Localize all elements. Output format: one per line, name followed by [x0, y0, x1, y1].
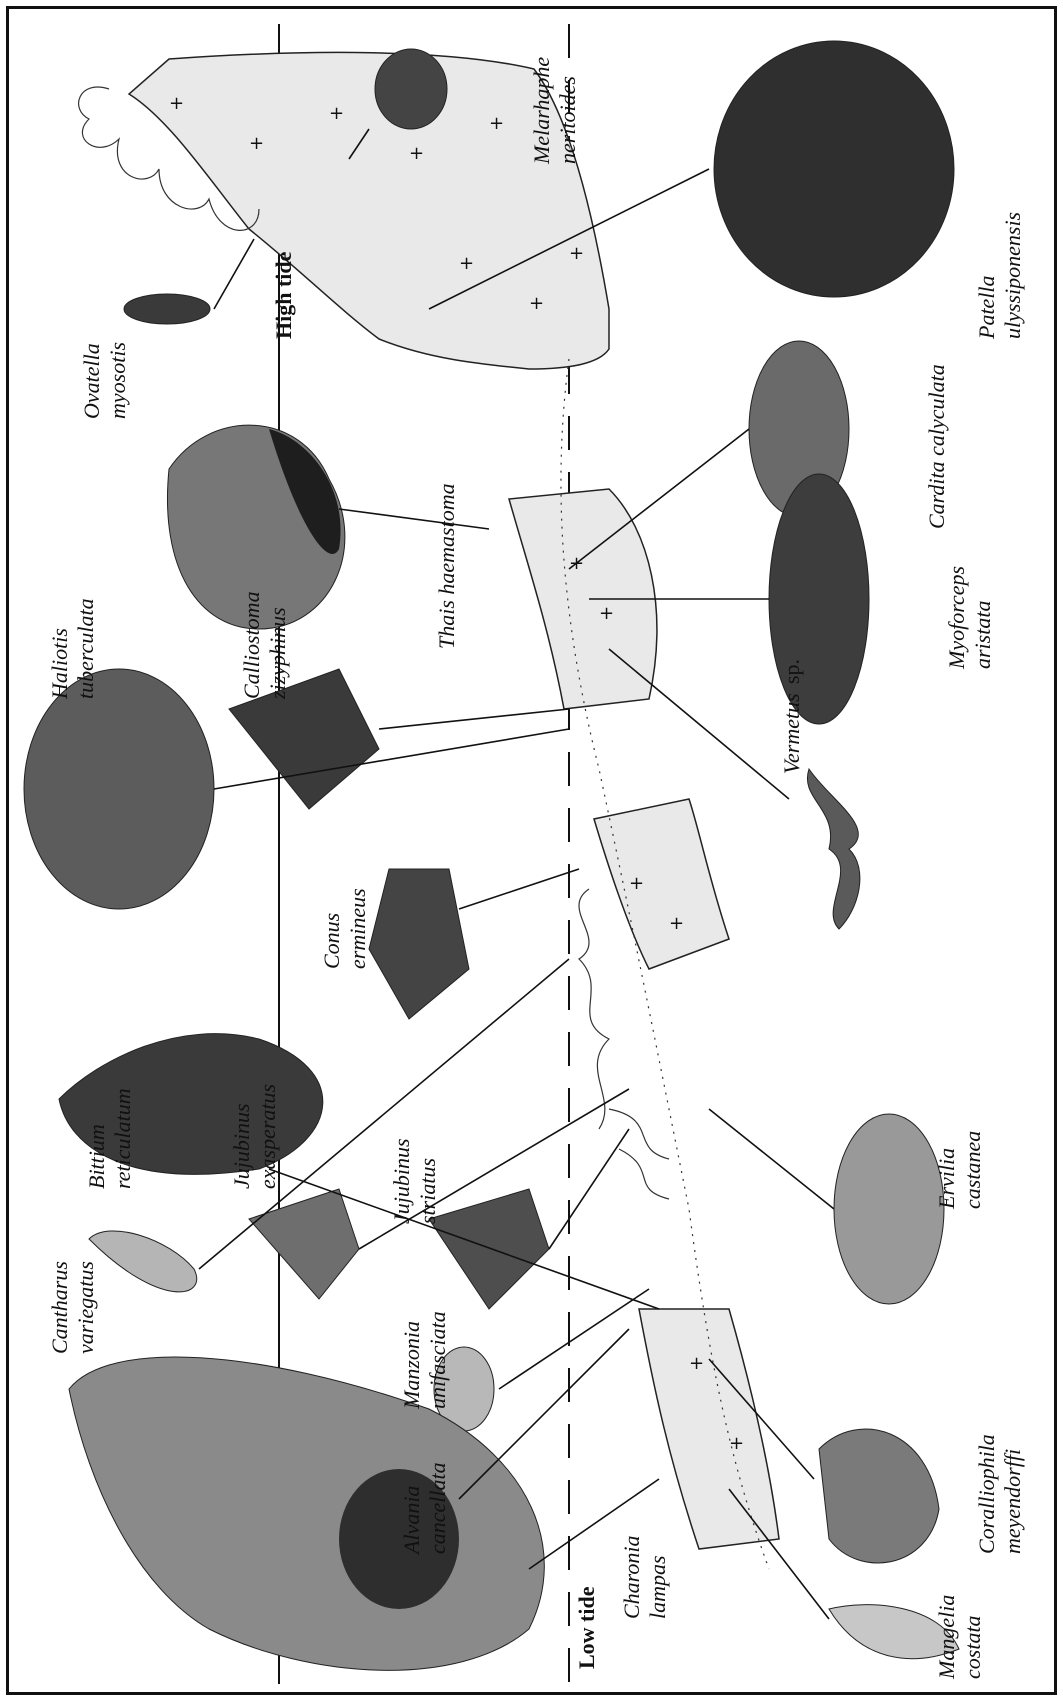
label-vermetus: Vermetus sp.	[779, 659, 804, 774]
label-cantharus: Cantharusvariegatus	[47, 1261, 98, 1354]
svg-text:+: +	[669, 913, 684, 934]
label-calliostoma: Calliostomazizyphinus	[239, 591, 290, 700]
label-myoforceps-epithet: aristata	[970, 601, 995, 669]
label-bittium-epithet: reticulatum	[110, 1088, 135, 1189]
label-alvania-epithet: cancellata	[425, 1462, 450, 1554]
label-haliotis-genus: Haliotis	[47, 628, 72, 700]
label-mangelia-epithet: costata	[960, 1615, 985, 1679]
label-jujubinus_ex-genus: Jujubinus	[229, 1103, 254, 1189]
label-vermetus-epithet: sp.	[779, 659, 804, 684]
label-conus-epithet: ermineus	[345, 888, 370, 969]
svg-text:+: +	[729, 1433, 744, 1454]
label-thais: Thais haemastoma	[434, 483, 459, 649]
haliotis-shell	[24, 669, 214, 909]
label-jujubinus_st: Jujubinusstriatus	[389, 1138, 440, 1224]
label-conus-genus: Conus	[319, 913, 344, 969]
svg-text:+: +	[599, 603, 614, 624]
label-coralliophila-epithet: meyendorffi	[1000, 1449, 1025, 1554]
label-bittium-genus: Bittium	[84, 1124, 109, 1189]
label-manzonia: Manzoniaunifasciata	[399, 1311, 450, 1410]
svg-text:+: +	[629, 873, 644, 894]
patella-shell	[714, 41, 954, 297]
label-ervilia-epithet: castanea	[960, 1131, 985, 1209]
label-coralliophila-genus: Coralliophila	[974, 1434, 999, 1554]
bittium-shell	[89, 1231, 197, 1292]
label-manzonia-genus: Manzonia	[399, 1321, 424, 1410]
jujubinus-st-shell	[429, 1189, 549, 1309]
label-patella: Patellaulyssiponensis	[974, 212, 1025, 340]
svg-text:+: +	[459, 253, 474, 274]
label-cardita-genus: Cardita calyculata	[924, 364, 949, 529]
svg-text:+: +	[329, 103, 344, 124]
ovatella-shell	[124, 294, 210, 324]
label-patella-epithet: ulyssiponensis	[1000, 212, 1025, 339]
label-charonia-genus: Charonia	[619, 1535, 644, 1619]
label-haliotis: Haliotistuberculata	[47, 598, 98, 700]
label-jujubinus_st-epithet: striatus	[415, 1158, 440, 1224]
label-mangelia: Mangeliacostata	[934, 1595, 985, 1680]
svg-text:+: +	[569, 243, 584, 264]
myoforceps-shell	[769, 474, 869, 724]
label-melarhaphe: Melarhapheneritoides	[529, 57, 580, 165]
label-thais-genus: Thais haemastoma	[434, 483, 459, 649]
melarhaphe-shell	[375, 49, 447, 129]
label-ervilia: Erviliacastanea	[934, 1131, 985, 1210]
label-alvania-genus: Alvania	[399, 1486, 424, 1556]
svg-text:+: +	[169, 93, 184, 114]
label-patella-genus: Patella	[974, 275, 999, 340]
svg-text:+: +	[249, 133, 264, 154]
label-ervilia-genus: Ervilia	[934, 1148, 959, 1210]
label-cantharus-epithet: variegatus	[73, 1261, 98, 1354]
label-melarhaphe-epithet: neritoides	[555, 76, 580, 164]
label-vermetus-genus: Vermetus	[779, 693, 804, 774]
low-tide-label: Low tide	[574, 1586, 599, 1669]
ervilia-shell	[834, 1114, 944, 1304]
vermetus-shell	[807, 769, 860, 929]
label-charonia: Charonialampas	[619, 1535, 670, 1619]
conus-shell	[369, 869, 469, 1019]
label-jujubinus_ex-epithet: exasperatus	[255, 1084, 280, 1189]
svg-text:+: +	[689, 1353, 704, 1374]
label-manzonia-epithet: unifasciata	[425, 1311, 450, 1409]
intertidal-diagram: ++++ ++++ ++++ ++	[9, 9, 1054, 1692]
label-jujubinus_st-genus: Jujubinus	[389, 1138, 414, 1224]
label-ovatella: Ovatellamyosotis	[79, 342, 130, 419]
low-rock	[639, 1309, 779, 1549]
label-conus: Conusermineus	[319, 888, 370, 969]
label-haliotis-epithet: tuberculata	[73, 598, 98, 699]
figure-frame: ++++ ++++ ++++ ++	[6, 6, 1057, 1695]
label-ovatella-genus: Ovatella	[79, 343, 104, 419]
label-cantharus-genus: Cantharus	[47, 1261, 72, 1354]
jujubinus-ex-shell	[249, 1189, 359, 1299]
label-charonia-epithet: lampas	[645, 1555, 670, 1619]
label-coralliophila: Coralliophilameyendorffi	[974, 1434, 1025, 1554]
label-calliostoma-genus: Calliostoma	[239, 591, 264, 699]
svg-text:+: +	[409, 143, 424, 164]
label-cardita: Cardita calyculata	[924, 364, 949, 529]
coralliophila-shell	[819, 1429, 939, 1563]
label-mangelia-genus: Mangelia	[934, 1595, 959, 1680]
svg-text:+: +	[529, 293, 544, 314]
label-myoforceps: Myoforcepsaristata	[944, 566, 995, 670]
boulder-rock	[594, 799, 729, 969]
label-myoforceps-genus: Myoforceps	[944, 566, 969, 670]
label-calliostoma-epithet: zizyphinus	[265, 607, 290, 700]
label-melarhaphe-genus: Melarhaphe	[529, 57, 554, 165]
high-tide-label: High tide	[271, 251, 296, 339]
label-ovatella-epithet: myosotis	[105, 342, 130, 419]
svg-text:+: +	[489, 113, 504, 134]
